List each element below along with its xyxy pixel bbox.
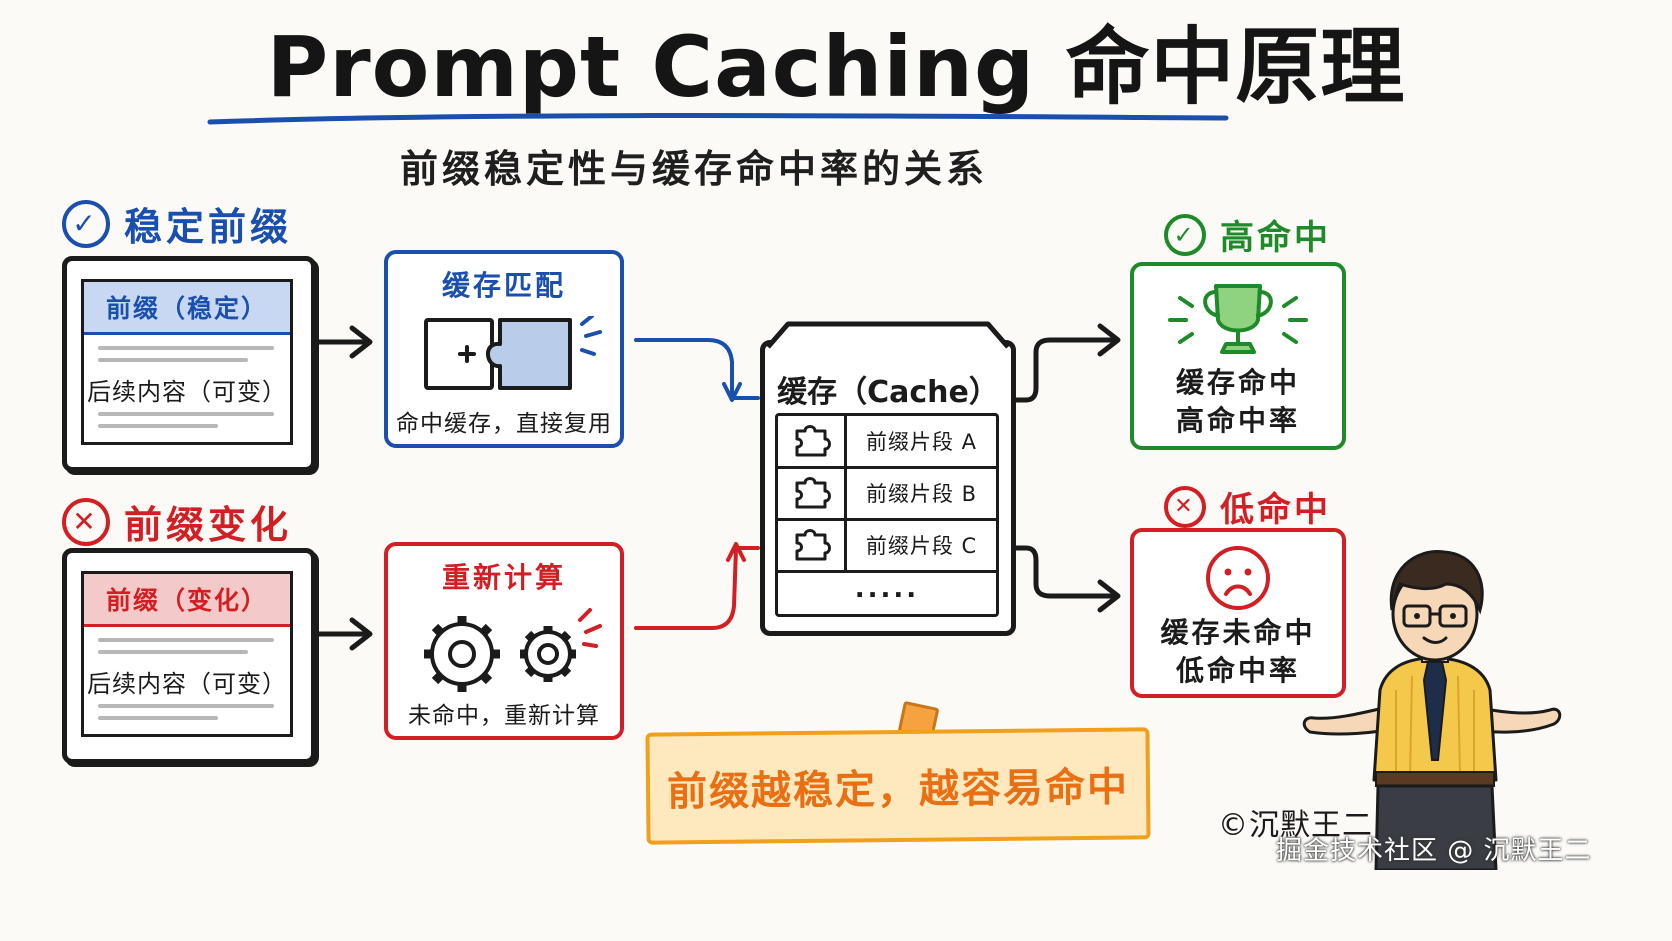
stable-prefix-header: ✓ 稳定前缀 [62, 196, 292, 251]
cache-match-caption: 命中缓存，直接复用 [396, 411, 612, 437]
x-circle-icon: ✕ [1164, 485, 1206, 528]
arrow-cache-to-low [1007, 545, 1121, 613]
arrow-recompute-to-cache [634, 542, 760, 630]
changed-prefix-label: 前缀变化 [124, 503, 293, 547]
high-hit-line1: 缓存命中 [1175, 366, 1300, 399]
title-underline [207, 113, 1229, 125]
cache-table: 前缀片段 A 前缀片段 B 前缀片段 C ..... [775, 413, 999, 617]
sad-face-icon [1206, 546, 1270, 610]
cache-row: 前缀片段 B [778, 468, 996, 521]
cache-more: ..... [854, 574, 920, 604]
cache-match-title: 缓存匹配 [441, 269, 566, 302]
recompute-title: 重新计算 [441, 561, 566, 594]
low-hit-line1: 缓存未命中 [1160, 616, 1316, 649]
summary-note: 前缀越稳定，越容易命中 [645, 727, 1151, 845]
high-hit-label: 高命中 [1220, 218, 1331, 258]
recompute-box: 重新计算 未命中，重新计算 [384, 542, 624, 740]
low-hit-header: ✕ 低命中 [1164, 482, 1331, 531]
cache-store: 缓存（Cache） 前缀片段 A 前缀片段 B 前缀片段 C ..... [760, 321, 1016, 636]
changed-prefix-bar: 前缀（变化） [84, 574, 290, 627]
stable-prefix-document: 前缀（稳定） 后续内容（可变） [62, 256, 316, 472]
arrow-cache-to-high [1007, 323, 1121, 403]
low-hit-label: 低命中 [1220, 490, 1331, 530]
changed-prefix-header: ✕ 前缀变化 [62, 494, 292, 549]
cache-row: 前缀片段 C [778, 520, 996, 573]
check-circle-icon: ✓ [1164, 213, 1206, 256]
gears-icon [424, 608, 602, 692]
cache-row-label: 前缀片段 C [865, 534, 978, 558]
puzzle-piece-icon [778, 468, 847, 518]
cache-row-label: 前缀片段 A [865, 430, 978, 454]
high-hit-header: ✓ 高命中 [1164, 210, 1331, 259]
high-hit-line2: 高命中率 [1175, 404, 1300, 437]
stable-prefix-label: 稳定前缀 [124, 205, 293, 249]
recompute-caption: 未命中，重新计算 [408, 703, 600, 729]
cache-title: 缓存（Cache） [777, 375, 999, 410]
page-subtitle: 前缀稳定性与缓存命中率的关系 [400, 147, 989, 191]
high-hit-box: 缓存命中 高命中率 [1130, 262, 1346, 450]
page-title: Prompt Caching 命中原理 [266, 18, 1406, 116]
cache-match-box: 缓存匹配 命中缓存，直接复用 [384, 250, 624, 448]
puzzle-match-icon [424, 316, 602, 390]
trophy-icon [1168, 284, 1308, 354]
stable-body-text: 后续内容（可变） [87, 378, 287, 406]
presenter-character [1302, 550, 1562, 870]
cache-lid [766, 321, 1010, 349]
x-circle-icon: ✕ [62, 497, 110, 546]
changed-body-text: 后续内容（可变） [87, 670, 287, 698]
check-circle-icon: ✓ [62, 199, 110, 248]
changed-prefix-document: 前缀（变化） 后续内容（可变） [62, 548, 316, 764]
cache-row: 前缀片段 A [778, 416, 996, 469]
copyright-text: ©沉默王二 [1218, 808, 1373, 843]
summary-note-text: 前缀越稳定，越容易命中 [666, 764, 1130, 816]
puzzle-piece-icon [778, 416, 847, 466]
stable-prefix-bar: 前缀（稳定） [84, 282, 290, 335]
watermark-text: 掘金技术社区 @ 沉默王二 [1276, 836, 1592, 866]
low-hit-line2: 低命中率 [1175, 654, 1300, 687]
puzzle-piece-icon [778, 520, 847, 570]
arrow-match-to-cache [634, 338, 760, 402]
low-hit-box: 缓存未命中 低命中率 [1130, 528, 1346, 698]
cache-row-label: 前缀片段 B [865, 482, 978, 506]
